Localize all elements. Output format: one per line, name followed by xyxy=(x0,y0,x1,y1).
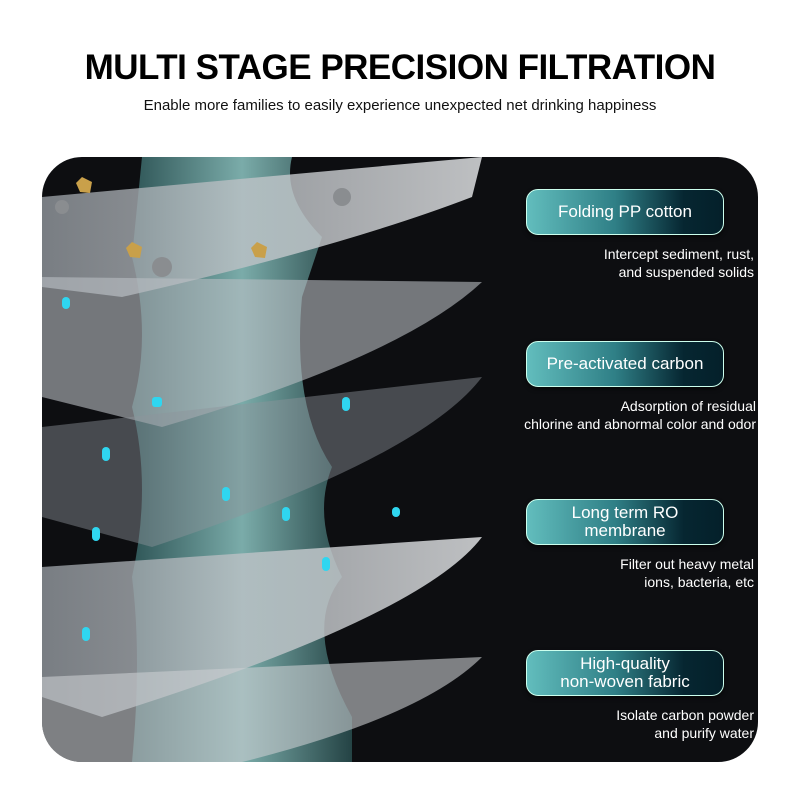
filter-layer-ro-membrane xyxy=(42,377,482,547)
contaminant-particles xyxy=(62,297,400,641)
stage-activated-carbon: Pre-activated carbon Adsorption of resid… xyxy=(524,341,758,433)
stage-description: Filter out heavy metal ions, bacteria, e… xyxy=(620,556,754,590)
page-title: MULTI STAGE PRECISION FILTRATION xyxy=(84,48,716,87)
filter-layer-pp-cotton xyxy=(42,157,482,297)
stage-label-pill: Long term RO membrane xyxy=(526,499,724,545)
stage-label-pill: Pre-activated carbon xyxy=(526,341,724,387)
stage-description: Adsorption of residual chlorine and abno… xyxy=(524,398,756,432)
stage-label-pill: High-quality non-woven fabric xyxy=(526,650,724,696)
filter-layer-non-woven xyxy=(42,657,482,762)
stage-ro-membrane: Long term RO membrane Filter out heavy m… xyxy=(526,499,758,591)
page-subtitle: Enable more families to easily experienc… xyxy=(143,97,657,114)
stage-pp-cotton: Folding PP cotton Intercept sediment, ru… xyxy=(526,189,758,281)
stage-non-woven: High-quality non-woven fabric Isolate ca… xyxy=(526,650,758,742)
filter-layer-carbon xyxy=(42,277,482,427)
sediment-particles xyxy=(55,177,351,277)
stage-description: Intercept sediment, rust, and suspended … xyxy=(603,246,754,280)
stage-label-pill: Folding PP cotton xyxy=(526,189,724,235)
filtration-panel: Folding PP cotton Intercept sediment, ru… xyxy=(42,157,758,762)
filtration-layers-illustration xyxy=(42,157,482,762)
stage-description: Isolate carbon powder and purify water xyxy=(616,707,754,741)
